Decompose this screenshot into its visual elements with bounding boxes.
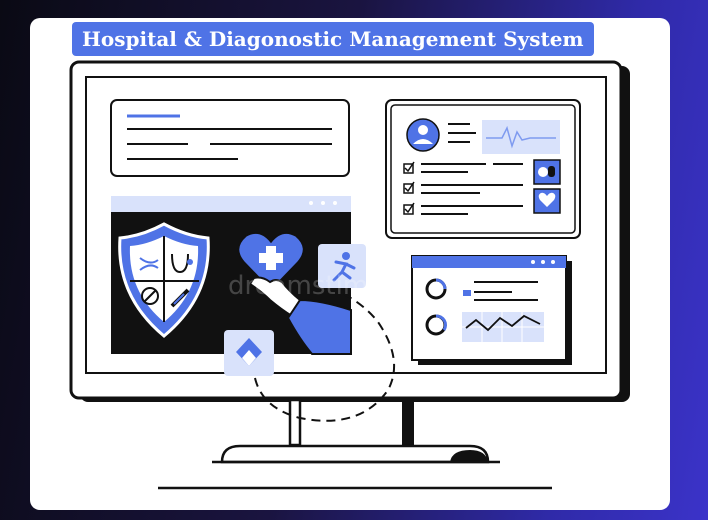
checkbox-icon [403, 161, 415, 215]
medical-window [111, 196, 352, 355]
pills-icon [533, 159, 561, 185]
patient-card [385, 99, 581, 239]
running-person-icon [318, 244, 366, 288]
page-title: Hospital & Diagonostic Management System [72, 22, 594, 56]
heart-plus-icon [237, 232, 305, 292]
diamond-heart-icon [224, 330, 274, 376]
line-chart-icon [462, 312, 544, 342]
dna-icon [139, 257, 159, 271]
watermark-text: dreamstime [228, 271, 384, 301]
text-card [110, 99, 350, 177]
heart-icon [533, 188, 561, 214]
donut-chart-icon [425, 278, 448, 336]
shield-icon [118, 222, 210, 338]
pill-icon [141, 287, 159, 305]
heartbeat-icon [482, 120, 560, 154]
stethoscope-icon [171, 253, 193, 274]
syringe-icon [170, 288, 190, 308]
chart-card [411, 255, 572, 365]
user-avatar-icon [406, 118, 440, 152]
